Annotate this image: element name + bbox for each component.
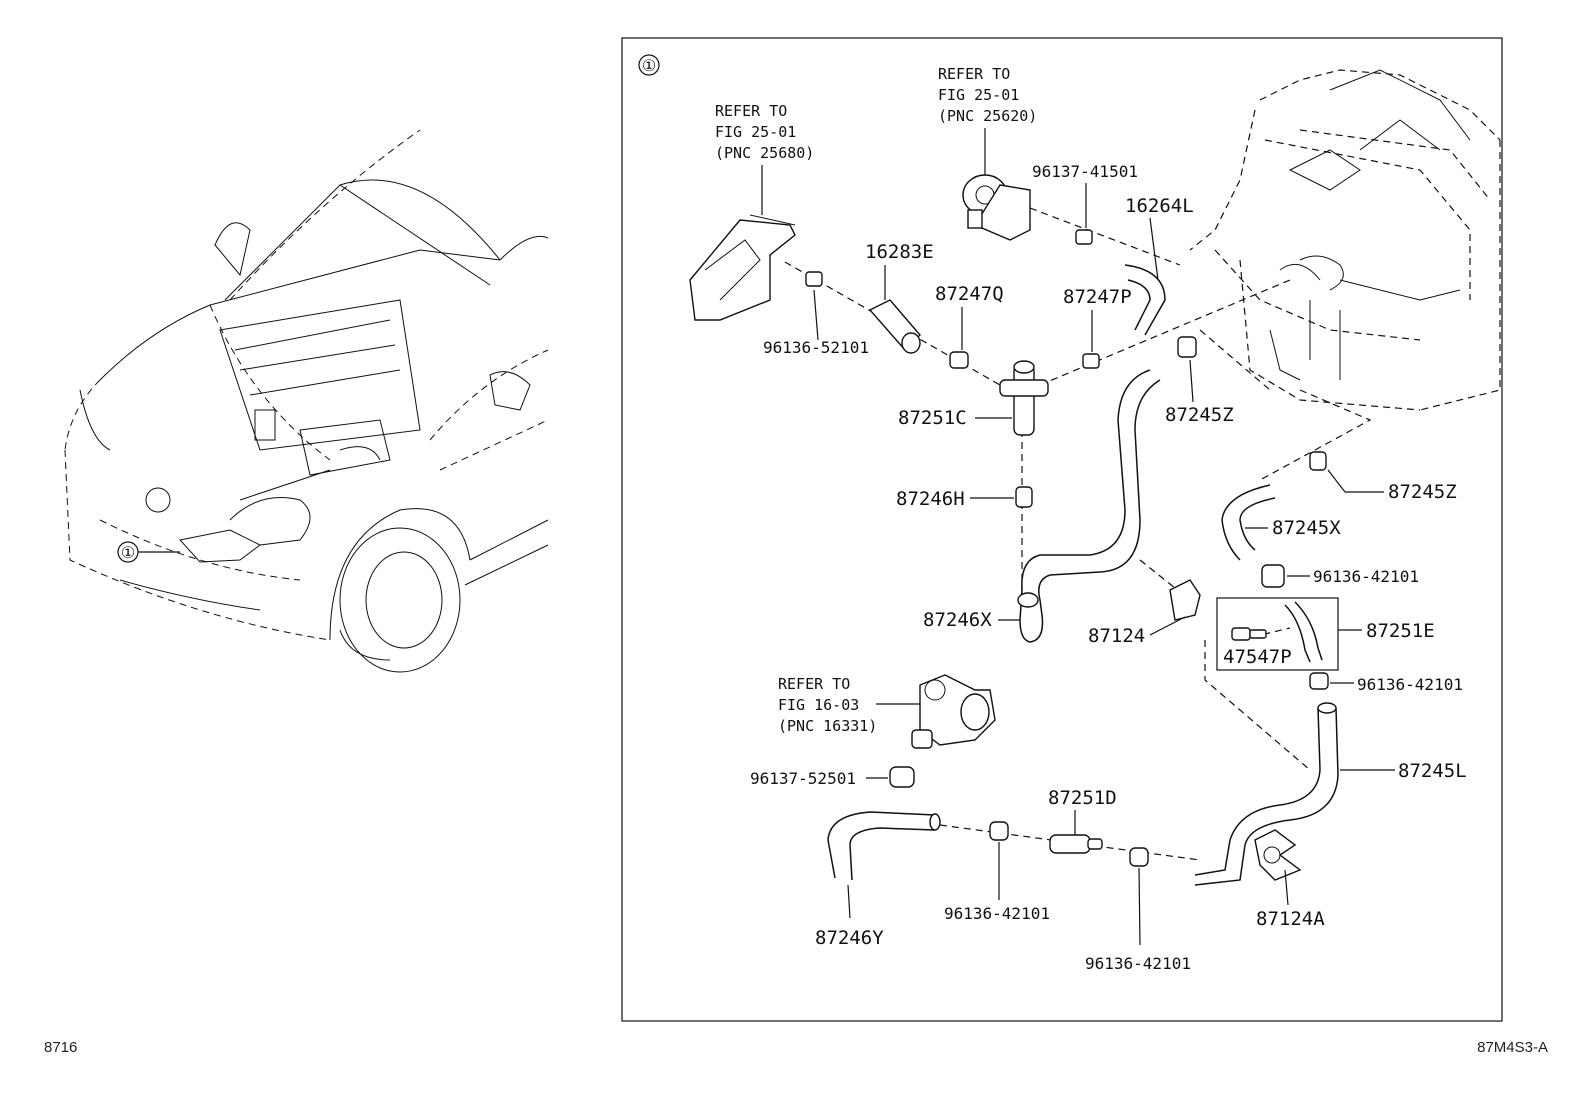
label-87246Y: 87246Y	[815, 927, 884, 949]
refer-c-line2: FIG 16-03	[778, 696, 859, 714]
label-87245X: 87245X	[1272, 517, 1341, 539]
hose-87245X	[1221, 484, 1276, 561]
water-outlet-16331-part	[911, 674, 996, 749]
clip-87124A	[1254, 829, 1302, 881]
label-87251D: 87251D	[1048, 787, 1117, 809]
callout-circle-detail	[638, 54, 660, 76]
label-87251E: 87251E	[1366, 620, 1435, 642]
label-96136-42101-a: 96136-42101	[1313, 567, 1419, 586]
clamp-87247Q	[949, 351, 969, 369]
clamp-87245Z-upper	[1177, 336, 1197, 358]
label-47547P: 47547P	[1223, 646, 1292, 668]
bracket-87124	[1169, 579, 1201, 621]
label-87247Q: 87247Q	[935, 283, 1004, 305]
label-16264L: 16264L	[1125, 195, 1194, 217]
refer-b-line3: (PNC 25620)	[938, 107, 1037, 125]
label-87246X: 87246X	[923, 609, 992, 631]
engine-block-illustration	[1189, 69, 1501, 411]
label-96136-42101-b: 96136-42101	[1357, 675, 1463, 694]
hose-main-long	[1021, 369, 1161, 601]
clamp-96137-52501	[889, 766, 915, 788]
group-box-87251E	[1216, 597, 1339, 671]
hose-87246Y	[827, 811, 941, 881]
sensor-47547P	[1231, 627, 1267, 641]
clamp-87247P	[1082, 353, 1100, 369]
refer-a-line3: (PNC 25680)	[715, 144, 814, 162]
clamp-96136-52101	[805, 271, 823, 287]
refer-b-line2: FIG 25-01	[938, 86, 1019, 104]
label-96136-52101: 96136-52101	[763, 338, 869, 357]
label-87246H: 87246H	[896, 488, 965, 510]
label-96136-42101-c: 96136-42101	[944, 904, 1050, 923]
bracket-25680-part	[689, 214, 796, 321]
refer-a-line1: REFER TO	[715, 102, 787, 120]
label-87251C: 87251C	[898, 407, 967, 429]
label-16283E: 16283E	[865, 241, 934, 263]
clamp-87245Z-right	[1309, 451, 1327, 471]
footer-right-code: 87M4S3-A	[1477, 1039, 1548, 1056]
label-87247P: 87247P	[1063, 286, 1132, 308]
footer-left-code: 8716	[44, 1039, 77, 1056]
label-96136-42101-d: 96136-42101	[1085, 954, 1191, 973]
hose-16264L	[1124, 264, 1166, 336]
valve-25620-part	[962, 174, 1031, 241]
label-87124A: 87124A	[1256, 908, 1325, 930]
clamp-87246H	[1015, 486, 1033, 508]
connector-87251D	[1049, 834, 1103, 854]
callout-number-overview: ①	[121, 543, 135, 562]
vehicle-overview-illustration: ①	[64, 129, 549, 673]
pipe-87251E	[1284, 601, 1323, 663]
refer-c-line1: REFER TO	[778, 675, 850, 693]
hose-87246X	[1017, 589, 1044, 643]
label-87245Z-right: 87245Z	[1388, 481, 1457, 503]
clamp-96136-42101-a	[1261, 564, 1285, 588]
label-96137-52501: 96137-52501	[750, 769, 856, 788]
hose-87245L	[1194, 702, 1339, 886]
refer-c-line3: (PNC 16331)	[778, 717, 877, 735]
label-87124: 87124	[1088, 625, 1145, 647]
refer-b-line1: REFER TO	[938, 65, 1010, 83]
clamp-96137-41501	[1075, 229, 1093, 245]
label-96137-41501: 96137-41501	[1032, 162, 1138, 181]
callout-number-detail: ①	[642, 56, 656, 75]
clamp-96136-42101-b	[1309, 672, 1329, 690]
detail-frame	[621, 37, 1503, 1022]
pipe-16283E	[868, 299, 921, 354]
label-87245L: 87245L	[1398, 760, 1467, 782]
clamp-96136-42101-d	[1129, 847, 1149, 867]
label-87245Z-upper: 87245Z	[1165, 404, 1234, 426]
tee-87251C	[999, 360, 1049, 436]
refer-a-line2: FIG 25-01	[715, 123, 796, 141]
clamp-96136-42101-c	[989, 821, 1009, 841]
